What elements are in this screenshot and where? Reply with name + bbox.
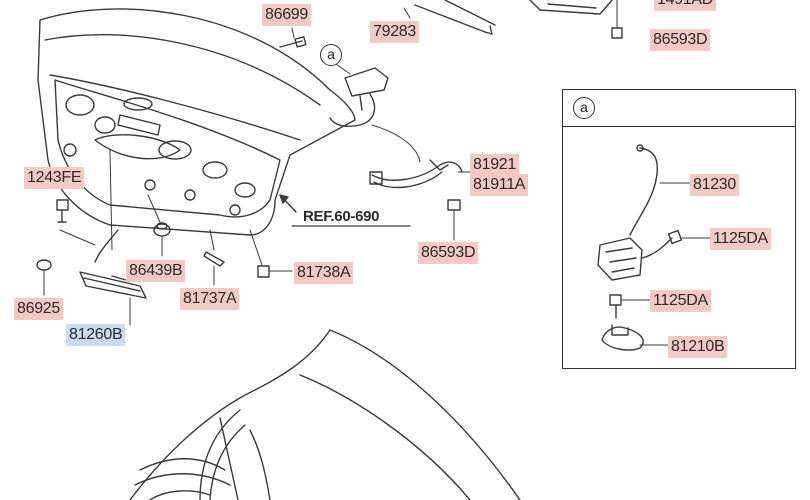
part-label-81260B[interactable]: 81260B <box>66 324 126 346</box>
part-label-81911A[interactable]: 81911A <box>470 174 529 196</box>
detail-inset-header: a <box>563 90 795 127</box>
part-label-81230[interactable]: 81230 <box>690 174 739 196</box>
part-label-86593D-mid[interactable]: 86593D <box>418 242 479 264</box>
part-label-1125DA-lower[interactable]: 1125DA <box>650 290 711 312</box>
part-label-81737A[interactable]: 81737A <box>180 288 240 310</box>
inset-marker-a: a <box>573 97 595 119</box>
trunk-opening-outline <box>129 329 331 500</box>
trunk-lid-rim <box>49 74 301 141</box>
part-label-1125DA-upper[interactable]: 1125DA <box>710 228 771 250</box>
part-label-86593D-top[interactable]: 86593D <box>650 29 711 51</box>
callout-marker-a: a <box>320 44 342 66</box>
part-label-81738A[interactable]: 81738A <box>294 262 354 284</box>
reference-label: REF.60-690 <box>303 208 380 225</box>
part-label-81921[interactable]: 81921 <box>470 154 519 176</box>
trunk-lid-outline <box>37 8 356 236</box>
trunk-lid-upper-edge <box>44 33 321 106</box>
part-label-1243FE[interactable]: 1243FE <box>24 167 85 189</box>
part-label-1491AD[interactable]: 1491AD <box>654 0 717 11</box>
part-label-86925[interactable]: 86925 <box>14 298 63 320</box>
detail-inset-box: a <box>562 89 796 369</box>
part-label-81210B[interactable]: 81210B <box>668 336 728 358</box>
part-label-86699[interactable]: 86699 <box>262 4 311 26</box>
part-label-86439B[interactable]: 86439B <box>126 260 186 282</box>
part-label-79283[interactable]: 79283 <box>370 21 419 43</box>
